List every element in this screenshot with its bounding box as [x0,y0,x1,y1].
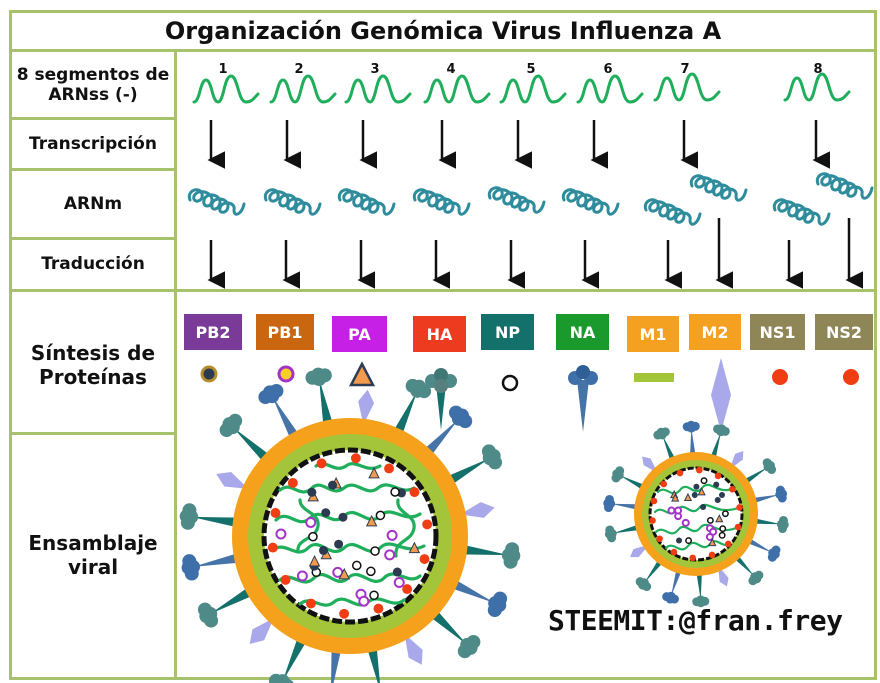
hemagglutinin-spike-icon [428,608,468,645]
hemagglutinin-spike-icon [696,569,703,600]
grid-line [9,117,177,120]
neuraminidase-spike-icon [671,566,683,597]
hemagglutinin-spike-icon [232,427,272,464]
protein-box-pa: PA [332,316,387,352]
protein-box-m1: M1 [627,316,679,352]
neuraminidase-spike-icon [193,552,242,567]
neuraminidase-spike-icon [749,494,780,505]
neuraminidase-spike-icon [272,396,300,441]
translation-arrows [207,218,863,289]
segment-number: 6 [603,62,613,77]
protein-box-m2: M2 [689,314,741,350]
row-label-segments: 8 segmentos de ARNss (-) [16,64,170,105]
protein-box-ns2: NS2 [815,314,873,350]
protein-box-ns1: NS1 [750,314,805,350]
segment-number: 4 [446,62,456,77]
segment-number: 7 [680,62,690,77]
hemagglutinin-spike-icon [709,431,721,462]
hemagglutinin-spike-icon [392,390,418,437]
row-label-assembly: Ensamblaje viral [28,531,158,579]
protein-box-pb1: PB1 [256,314,314,350]
small-virion [603,420,789,608]
grid-line [9,432,177,435]
segment-number: 1 [218,62,228,77]
mrna-strands [187,172,874,226]
hemagglutinin-spike-icon [191,516,240,528]
m2-channel-icon [404,633,423,665]
protein-box-np: NP [481,314,534,350]
rna-segments [192,72,851,104]
transcription-arrows [207,120,830,169]
segment-number: 8 [813,62,823,77]
segment-number: 2 [294,62,304,77]
large-virion [179,367,521,683]
neuraminidase-spike-icon [610,503,641,511]
protein-box-pb2: PB2 [184,314,242,350]
segment-number: 3 [370,62,380,77]
protein-symbols [200,358,859,432]
grid-line [9,49,877,52]
grid-line [174,49,177,680]
hemagglutinin-spike-icon [460,544,509,556]
m2-channel-icon [249,618,274,645]
grid-line [9,289,877,292]
hemagglutinin-spike-icon [751,517,782,525]
row-label-translation: Traducción [41,254,145,275]
hemagglutinin-spike-icon [445,458,490,486]
m2-channel-icon [459,502,495,518]
m2-channel-icon [216,472,249,489]
protein-box-na: NA [556,314,609,350]
hemagglutinin-spike-icon [210,586,255,614]
grid-line [9,168,177,171]
segment-number: 5 [526,62,536,77]
neuraminidase-spike-icon [331,646,342,683]
neuraminidase-spike-icon [449,578,496,604]
row-label-synthesis: Síntesis de Proteínas [30,341,156,389]
m2-channel-icon [358,389,375,425]
diagram-frame [9,10,877,680]
grid-line [9,237,177,240]
credit-watermark: STEEMIT:@fran.frey [548,604,843,637]
neuraminidase-spike-icon [689,428,696,459]
hemagglutinin-spike-icon [319,379,334,428]
protein-box-ha: HA [413,316,466,352]
row-label-transcription: Transcripción [29,133,157,154]
hemagglutinin-spike-icon [282,635,308,682]
hemagglutinin-spike-icon [366,644,380,683]
hemagglutinin-spike-icon [612,523,643,534]
neuraminidase-spike-icon [422,418,459,458]
diagram-title: Organización Genómica Virus Influenza A [164,17,722,45]
row-label-mrna: ARNm [63,193,123,214]
